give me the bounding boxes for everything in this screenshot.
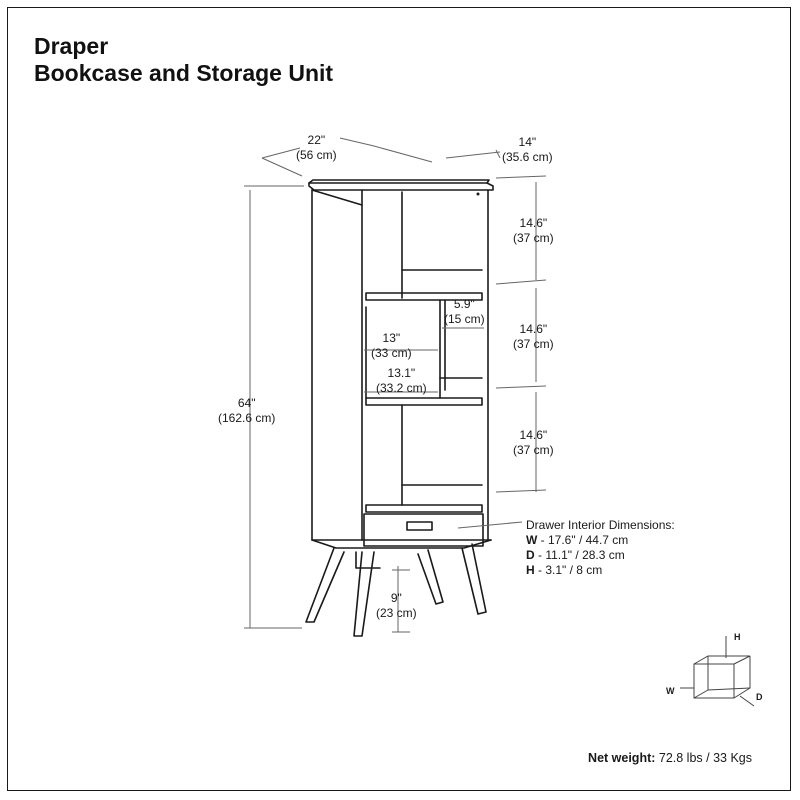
drawer-height: H - 3.1" / 8 cm <box>526 563 603 577</box>
shelf-width-label: 13.1"(33.2 cm) <box>376 366 427 395</box>
drawer-heading: Drawer Interior Dimensions: <box>526 518 675 532</box>
drawer-front <box>363 513 484 547</box>
leg-front-right <box>353 551 375 637</box>
shelf-mid-label: 14.6"(37 cm) <box>513 322 554 351</box>
shelf-top-label: 14.6"(37 cm) <box>513 216 554 245</box>
axis-d-label: D <box>756 692 763 702</box>
axis-h-label: H <box>734 632 741 642</box>
leg-back-right <box>461 543 487 615</box>
dimension-lines <box>244 137 547 633</box>
shelf-bottom-label: 14.6"(37 cm) <box>513 428 554 457</box>
width-label: 22"(56 cm) <box>296 133 337 162</box>
drawer-width: W - 17.6" / 44.7 cm <box>526 533 629 547</box>
drawer-dimensions: Drawer Interior Dimensions: W - 17.6" / … <box>526 518 675 578</box>
drawer-depth: D - 11.1" / 28.3 cm <box>526 548 625 562</box>
leg-front-left <box>305 547 345 623</box>
narrow-cubby-label: 5.9"(15 cm) <box>444 297 485 326</box>
top-panel <box>308 182 494 191</box>
depth-label: 14"(35.6 cm) <box>502 135 553 164</box>
product-name: Draper <box>34 33 109 59</box>
drawer-handle <box>406 521 433 531</box>
axis-cube <box>680 636 755 707</box>
diagram-frame <box>7 7 791 791</box>
net-weight: Net weight: 72.8 lbs / 33 Kgs <box>588 751 752 765</box>
height-label: 64"(162.6 cm) <box>218 396 276 425</box>
leg-back-left <box>417 549 444 605</box>
wide-cubby-label: 13"(33 cm) <box>371 331 412 360</box>
product-type: Bookcase and Storage Unit <box>34 60 334 86</box>
leg-height-label: 9"(23 cm) <box>376 591 417 620</box>
axis-w-label: W <box>666 686 675 696</box>
